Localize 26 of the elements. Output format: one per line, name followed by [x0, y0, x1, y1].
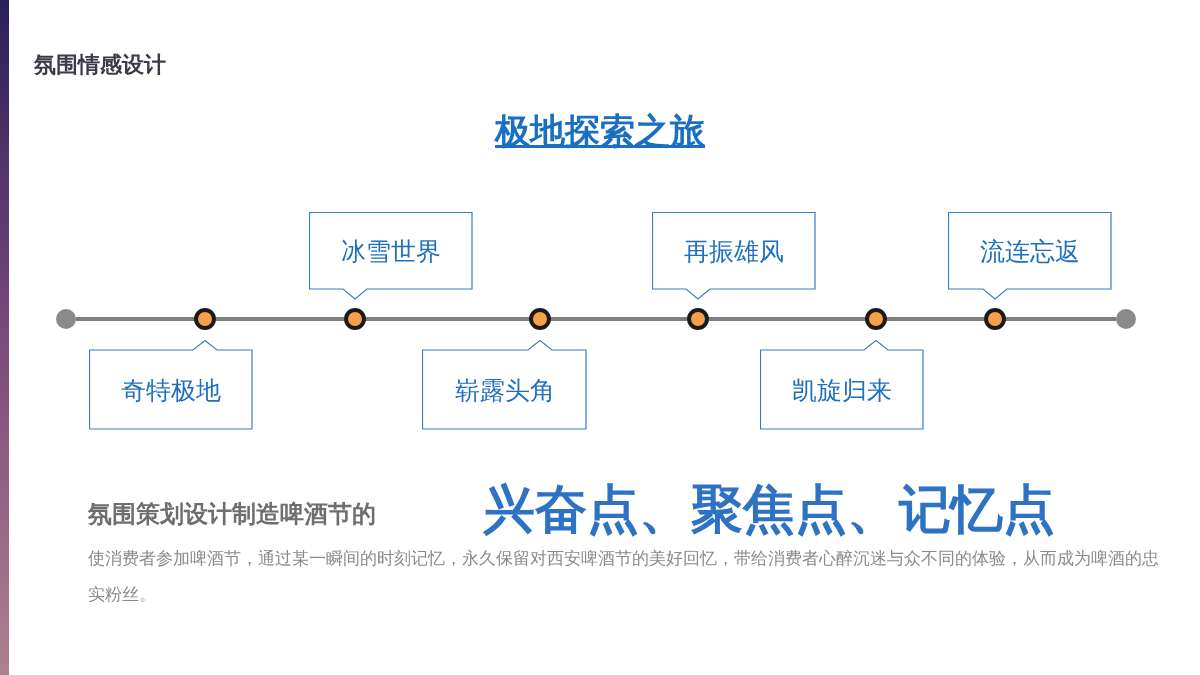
- callout-box: 再振雄风: [652, 212, 816, 300]
- callout-box: 冰雪世界: [309, 212, 473, 300]
- timeline-line: [76, 317, 194, 321]
- timeline-line: [709, 317, 865, 321]
- tagline: 氛围策划设计制造啤酒节的: [88, 499, 376, 530]
- timeline-dot: [865, 308, 887, 330]
- timeline-dot: [984, 308, 1006, 330]
- end-dot: [56, 309, 76, 329]
- timeline-line: [887, 317, 984, 321]
- timeline-line: [366, 317, 529, 321]
- section-heading: 氛围情感设计: [34, 51, 166, 79]
- callout-box: 流连忘返: [948, 212, 1112, 300]
- callout-box: 凯旋归来: [760, 340, 924, 430]
- timeline-dot: [344, 308, 366, 330]
- timeline-line: [216, 317, 344, 321]
- highlight-text: 兴奋点、聚焦点、记忆点: [483, 478, 1055, 541]
- timeline-line: [551, 317, 687, 321]
- end-dot: [1116, 309, 1136, 329]
- title: 极地探索之旅: [493, 110, 706, 153]
- timeline-line: [1006, 317, 1116, 321]
- description-paragraph: 使消费者参加啤酒节，通过某一瞬间的时刻记忆，永久保留对西安啤酒节的美好回忆，带给消费者心醉沉迷与众不同的体验，从而成为啤酒的忠实粉丝。: [88, 547, 1160, 606]
- timeline-dot: [687, 308, 709, 330]
- callout-box: 奇特极地: [89, 340, 253, 430]
- timeline-dot: [529, 308, 551, 330]
- callout-box: 崭露头角: [422, 340, 587, 430]
- timeline-dot: [194, 308, 216, 330]
